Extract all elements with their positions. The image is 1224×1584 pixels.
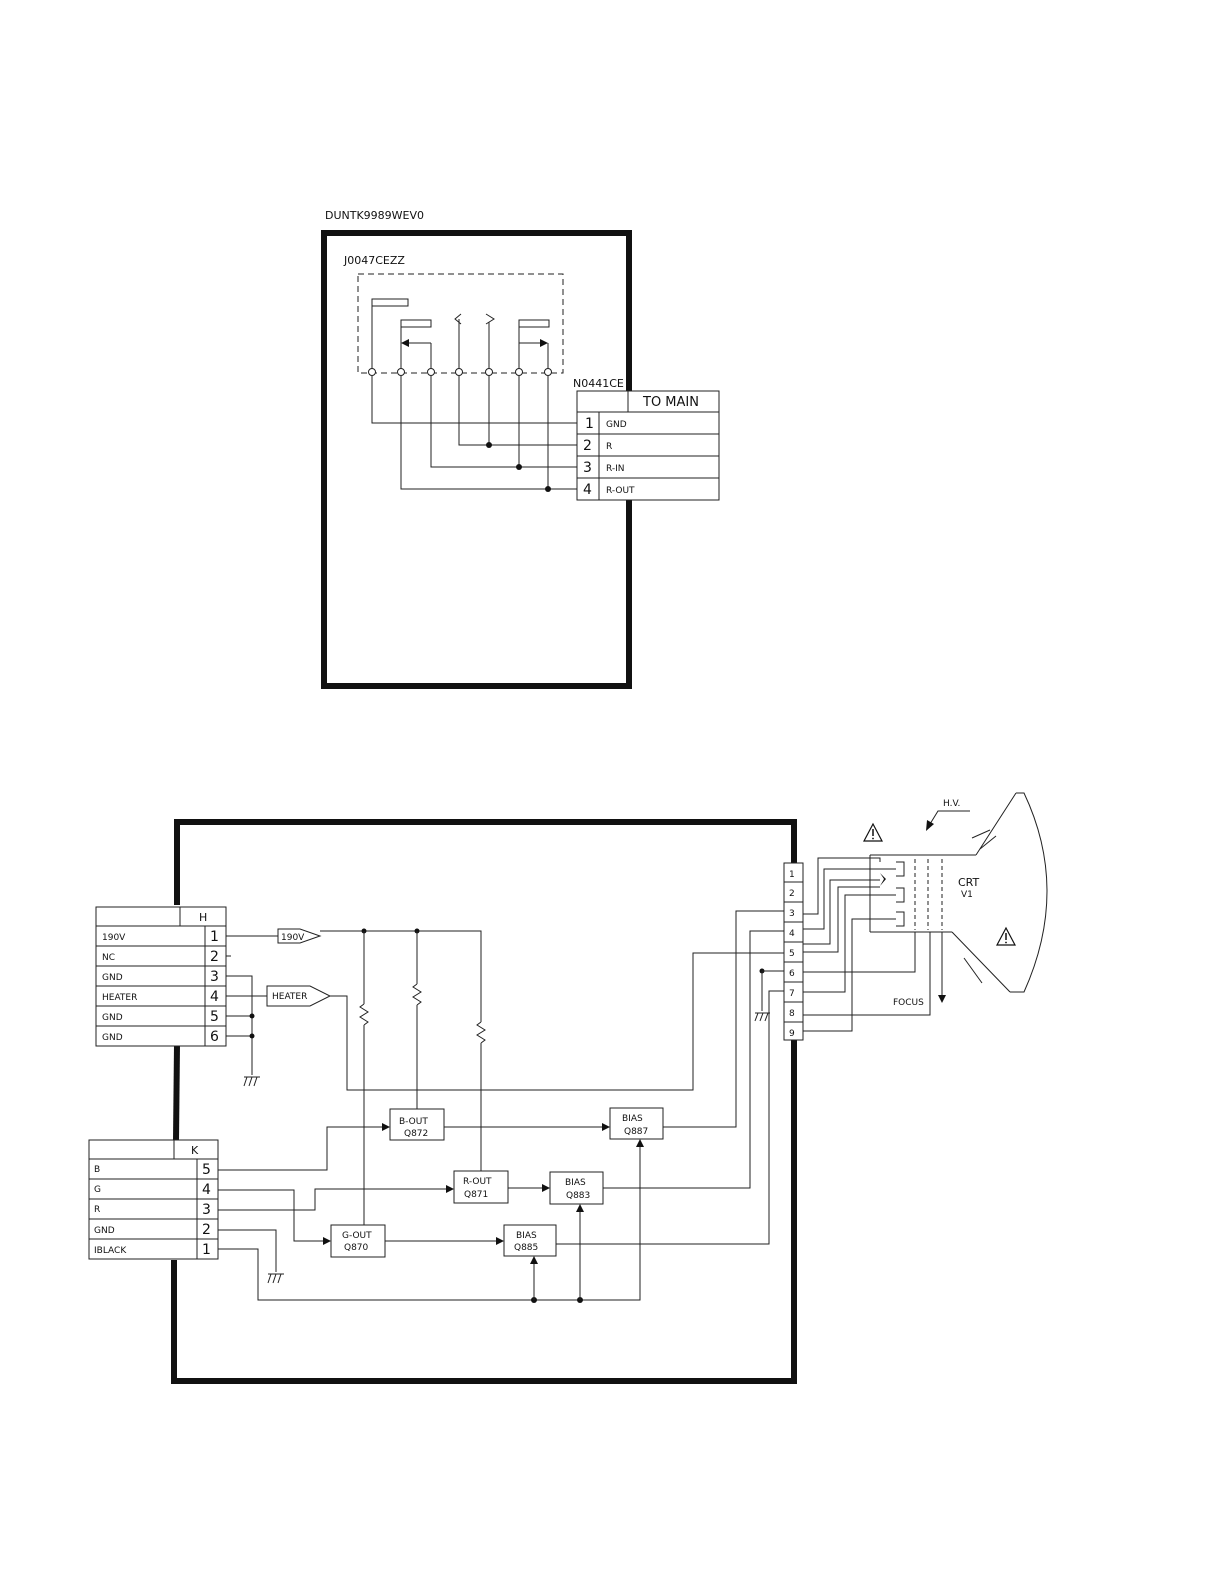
jack-part-number: J0047CEZZ — [343, 254, 405, 267]
pin-label: GND — [94, 1226, 115, 1236]
pin-label: IBLACK — [94, 1246, 127, 1256]
bottom-board-outline — [174, 822, 794, 1381]
ground-icon — [755, 1013, 770, 1021]
pin-number: 6 — [210, 1029, 219, 1045]
r-out-block: R-OUT Q871 — [454, 1171, 508, 1203]
pin-number: 3 — [210, 969, 219, 985]
crt-socket: 1 2 3 4 5 6 7 8 9 — [784, 863, 803, 1040]
pin-number: 1 — [210, 929, 219, 945]
b-out-block: B-OUT Q872 — [390, 1109, 444, 1140]
connector-ref: N0441CE — [573, 377, 624, 390]
pin-label: R — [94, 1205, 100, 1215]
k-signal-wiring — [218, 1123, 644, 1303]
bias-q887-block: BIAS Q887 — [610, 1108, 663, 1139]
connector-title: TO MAIN — [642, 395, 699, 410]
to-main-connector: N0441CE TO MAIN 1 GND 2 R 3 R-IN 4 R-OUT — [573, 377, 719, 500]
amp-blocks: B-OUT Q872 R-OUT Q871 G-OUT Q870 BIAS Q8… — [331, 1108, 663, 1257]
pin-label: GND — [606, 420, 627, 430]
top-board: DUNTK9989WEV0 J0047CEZZ — [324, 209, 719, 686]
resistor-icon — [477, 1022, 485, 1043]
socket-pin-number: 2 — [789, 889, 795, 899]
crt-tube: CRT V1 H.V. FOCUS — [803, 793, 1047, 1031]
block-name: R-OUT — [463, 1177, 492, 1187]
pin-label: NC — [102, 953, 115, 963]
jack-terminals — [369, 369, 552, 376]
v190-tag-label: 190V — [281, 933, 305, 943]
pin-label: 190V — [102, 933, 126, 943]
crt-ref: V1 — [961, 890, 973, 900]
connector-h: H 190V 1 NC 2 GND 3 HEATER 4 GND 5 GND 6 — [96, 907, 226, 1046]
pin-label: GND — [102, 1013, 123, 1023]
connector-k: K B 5 G 4 R 3 GND 2 IBLACK 1 — [89, 1140, 218, 1259]
h-ground-wiring — [226, 956, 260, 1086]
top-board-part-number: DUNTK9989WEV0 — [325, 209, 424, 222]
block-name: BIAS — [516, 1231, 537, 1241]
resistor-icon — [360, 1004, 368, 1025]
block-ref: Q885 — [514, 1243, 538, 1253]
pin-label: GND — [102, 973, 123, 983]
pin-number: 4 — [202, 1182, 211, 1198]
ground-icon — [244, 1077, 260, 1086]
block-name: G-OUT — [342, 1231, 372, 1241]
block-name: B-OUT — [399, 1117, 428, 1127]
pin-number: 4 — [583, 482, 592, 498]
pin-number: 3 — [202, 1202, 211, 1218]
socket-pin-number: 7 — [789, 989, 795, 999]
warning-triangle-icon — [864, 824, 882, 841]
pin-label: B — [94, 1165, 100, 1175]
connector-h-title: H — [199, 911, 207, 924]
pin-number: 3 — [583, 460, 592, 476]
socket-pin-number: 3 — [789, 909, 795, 919]
bias-q885-block: BIAS Q885 — [504, 1225, 556, 1256]
warning-triangle-icon — [997, 928, 1015, 945]
block-ref: Q870 — [344, 1243, 369, 1253]
pin-number: 4 — [210, 989, 219, 1005]
socket-pin-number: 9 — [789, 1029, 795, 1039]
pin-label: G — [94, 1185, 101, 1195]
block-name: BIAS — [565, 1178, 586, 1188]
socket-pin-number: 1 — [789, 870, 795, 880]
connector-k-title: K — [191, 1144, 199, 1157]
pin-number: 5 — [210, 1009, 219, 1025]
pin-number: 2 — [583, 438, 592, 454]
socket-pin-number: 5 — [789, 949, 795, 959]
bottom-board: H 190V 1 NC 2 GND 3 HEATER 4 GND 5 GND 6… — [89, 822, 803, 1381]
pin-number: 1 — [202, 1242, 211, 1258]
block-ref: Q871 — [464, 1190, 488, 1200]
heater-supply: HEATER — [226, 953, 790, 1090]
pin-label: R — [606, 442, 612, 452]
heater-tag-label: HEATER — [272, 992, 307, 1002]
jack-wiring — [372, 376, 578, 492]
jack-contacts — [372, 299, 549, 372]
socket-pin-number: 6 — [789, 969, 795, 979]
block-ref: Q872 — [404, 1129, 428, 1139]
block-ref: Q887 — [624, 1127, 648, 1137]
pin-number: 1 — [585, 416, 594, 432]
block-name: BIAS — [622, 1114, 643, 1124]
g-out-block: G-OUT Q870 — [331, 1225, 385, 1257]
pin-label: GND — [102, 1033, 123, 1043]
block-ref: Q883 — [566, 1191, 590, 1201]
pin-label: HEATER — [102, 993, 137, 1003]
hv-label: H.V. — [943, 799, 960, 809]
pin-label: R-IN — [606, 464, 625, 474]
socket-pin-number: 8 — [789, 1009, 795, 1019]
resistor-icon — [413, 984, 421, 1005]
pin-number: 2 — [210, 949, 219, 965]
pin-label: R-OUT — [606, 486, 635, 496]
socket-pin-number: 4 — [789, 929, 795, 939]
crt-label: CRT — [958, 876, 980, 889]
v190-supply: 190V — [226, 929, 485, 1226]
pin-number: 2 — [202, 1222, 211, 1238]
focus-label: FOCUS — [893, 998, 924, 1008]
ground-icon — [268, 1274, 284, 1283]
pin-number: 5 — [202, 1162, 211, 1178]
bias-q883-block: BIAS Q883 — [550, 1172, 603, 1204]
